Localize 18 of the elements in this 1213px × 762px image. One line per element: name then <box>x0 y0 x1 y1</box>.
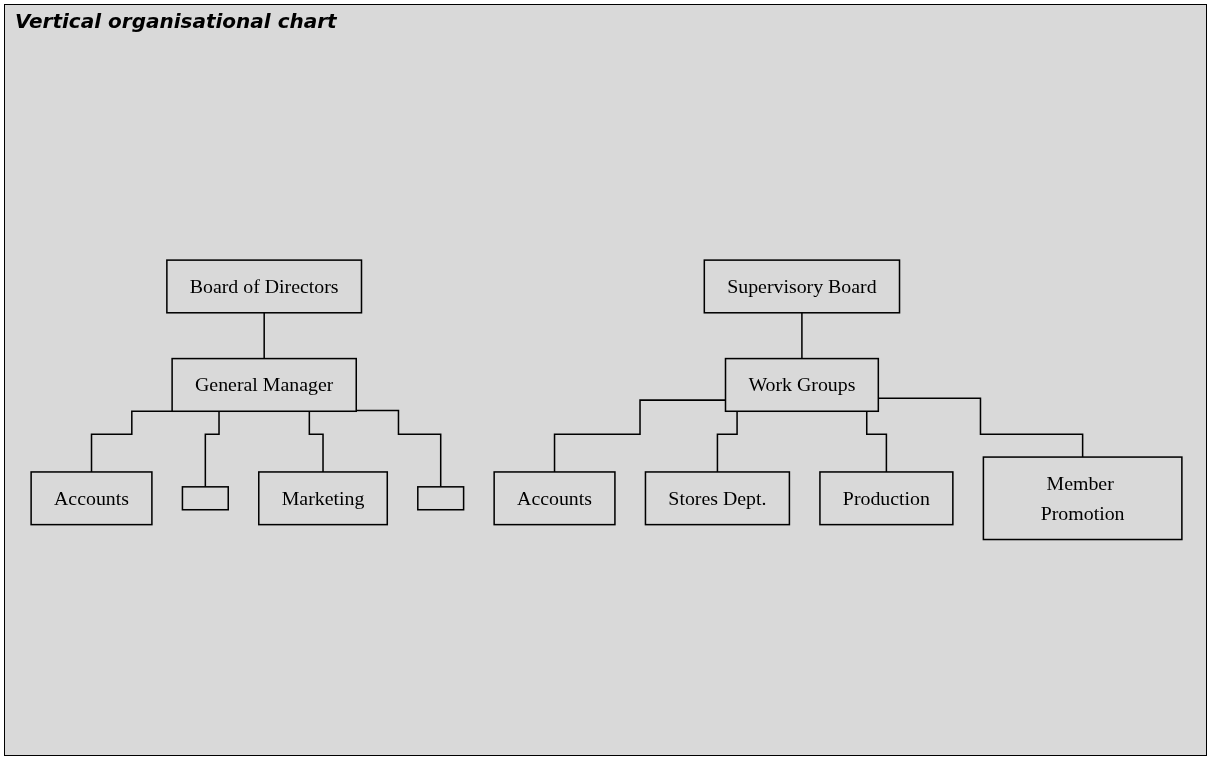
connector <box>263 312 265 360</box>
node-box <box>703 259 901 314</box>
node-box <box>417 486 465 511</box>
node-box <box>258 471 389 526</box>
node-box <box>819 471 954 526</box>
connector <box>355 410 442 488</box>
connector <box>90 410 173 473</box>
connector <box>801 312 803 360</box>
node-box <box>982 456 1183 541</box>
chart-background: Vertical organisational chart Board of Directors General Manager Accounts Marketing Supervisory Board Work Groups Accounts Stores Dept. Production Member Promotion <box>4 4 1207 756</box>
diagram-title: Vertical organisational chart <box>15 9 337 33</box>
node-box <box>644 471 791 526</box>
node-box <box>724 358 880 413</box>
node-box <box>181 486 229 511</box>
node-box <box>493 471 616 526</box>
node-box <box>171 358 357 413</box>
node-box <box>30 471 153 526</box>
node-box <box>166 259 363 314</box>
